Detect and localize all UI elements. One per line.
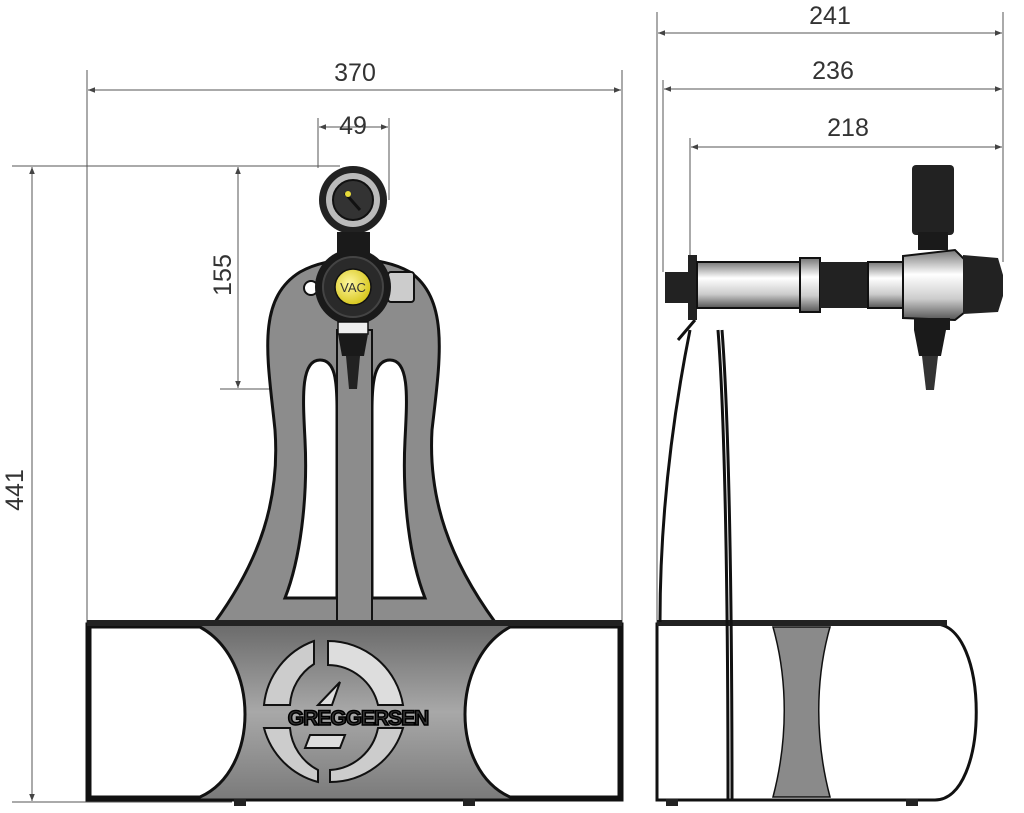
base-cutout-left <box>88 625 247 799</box>
dimension-218: 218 <box>689 114 1002 260</box>
dimension-label-441: 441 <box>1 469 29 511</box>
regulator-label: VAC <box>340 280 366 295</box>
dimension-label-49: 49 <box>339 112 367 140</box>
dimension-label-236: 236 <box>812 57 854 85</box>
greggersen-logo: GREGGERSEN <box>262 639 430 784</box>
vac-regulator: VAC <box>303 249 415 389</box>
brand-label: GREGGERSEN <box>288 707 429 730</box>
dimension-label-241: 241 <box>809 2 851 30</box>
side-view-stand <box>655 165 1003 806</box>
upright-slot-right <box>370 358 428 600</box>
dimension-441: 441 <box>1 165 232 803</box>
upright-slot-left <box>282 358 339 600</box>
dimension-label-370: 370 <box>334 59 376 87</box>
side-base-band <box>772 626 831 798</box>
side-tap <box>665 165 1003 390</box>
dimension-241: 241 <box>656 2 1004 625</box>
side-wire-frame <box>658 329 734 801</box>
dimension-370: 370 <box>86 59 623 625</box>
dimension-label-218: 218 <box>827 114 869 142</box>
dimension-236: 236 <box>662 57 1002 272</box>
base-cutout-right <box>463 625 621 799</box>
front-view-stand: GREGGERSEN VAC <box>85 166 624 806</box>
dimension-label-155: 155 <box>209 254 237 296</box>
pressure-gauge <box>319 166 387 254</box>
dimension-49: 49 <box>317 112 390 200</box>
